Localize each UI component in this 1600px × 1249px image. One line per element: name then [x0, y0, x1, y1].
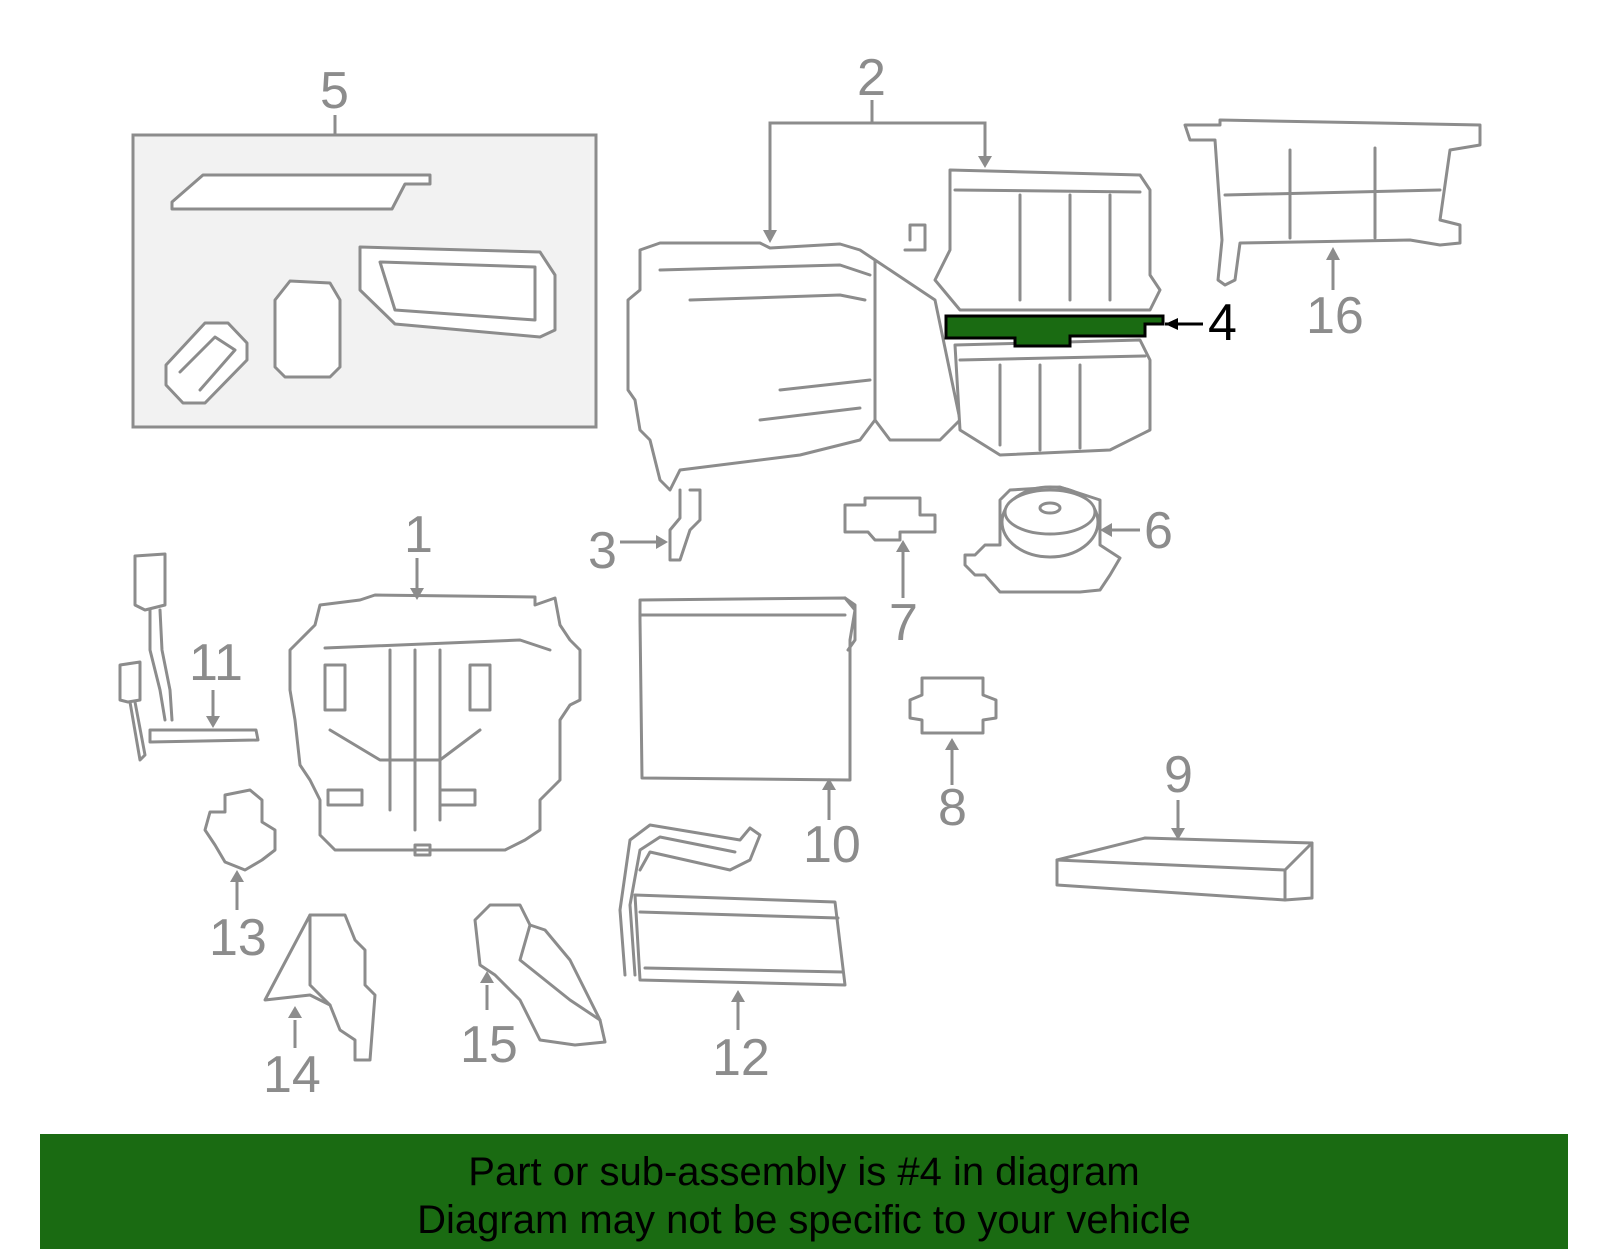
callout-12: 12 — [712, 1029, 770, 1087]
callout-7: 7 — [889, 594, 918, 652]
callout-14: 14 — [263, 1046, 321, 1104]
callout-6: 6 — [1144, 502, 1173, 560]
callout-2: 2 — [857, 49, 886, 107]
callout-3: 3 — [588, 522, 617, 580]
callout-10: 10 — [803, 816, 861, 874]
part-14-duct — [263, 913, 377, 1062]
parts-diagram: 5 2 4 16 3 — [118, 49, 1482, 1104]
banner-line-1: Part or sub-assembly is #4 in diagram — [468, 1150, 1140, 1194]
callout-9: 9 — [1164, 746, 1193, 804]
part-3-drain — [668, 488, 702, 562]
part-11-sensor — [118, 552, 260, 762]
callout-5: 5 — [320, 62, 349, 120]
callout-1: 1 — [404, 506, 433, 564]
part-6-blower — [963, 485, 1122, 594]
part-12-heater-core — [618, 823, 847, 987]
part-8-actuator — [908, 676, 998, 735]
info-banner: Part or sub-assembly is #4 in diagram Di… — [40, 1134, 1568, 1249]
part-10-evaporator — [638, 596, 857, 782]
callout-15: 15 — [460, 1016, 518, 1074]
callout-11: 11 — [189, 634, 243, 692]
part-4-seal — [944, 314, 1165, 348]
part-5-kit — [131, 133, 598, 429]
part-7-resistor — [843, 496, 937, 542]
part-13-duct — [203, 788, 277, 872]
callout-8: 8 — [938, 779, 967, 837]
callout-16: 16 — [1306, 287, 1364, 345]
part-2-housing — [626, 168, 1162, 492]
callout-4: 4 — [1208, 294, 1237, 352]
part-9-filter — [1055, 836, 1314, 902]
banner-line-2: Diagram may not be specific to your vehi… — [417, 1198, 1191, 1242]
part-1-lower-housing — [288, 593, 582, 857]
callout-13: 13 — [209, 909, 267, 967]
part-16-duct — [1183, 118, 1482, 287]
